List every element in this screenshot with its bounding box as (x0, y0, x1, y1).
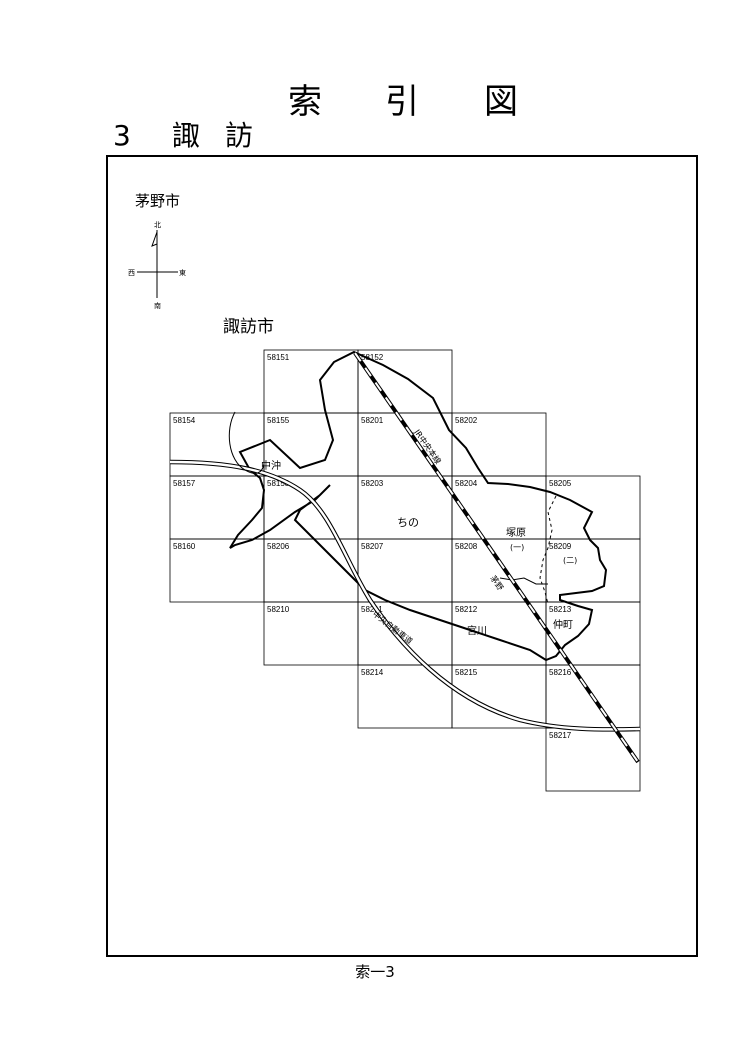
highway-label: 中央自動車道 (371, 609, 415, 646)
place-label-chino: ちの (397, 516, 419, 529)
place-label-tsukahara: 塚原 (506, 527, 526, 539)
compass-south: 南 (154, 301, 161, 310)
place-label-nakaoki: 中沖 (261, 459, 281, 472)
compass-north: 北 (154, 221, 161, 229)
highway-line-inner (169, 460, 641, 731)
city-label: 茅野市 (135, 192, 180, 210)
compass-east: 東 (179, 268, 186, 277)
sheet-grid: 58151 58152 58154 58155 58201 58202 58157 58158… (169, 349, 641, 792)
sheet-label-58214: 58214 (361, 668, 384, 677)
sheet-label-58201: 58201 (361, 416, 384, 425)
station-label: 茅野 (488, 573, 505, 592)
place-label-tsukahara-2: (二) (563, 556, 577, 565)
district-boundary (539, 495, 557, 605)
sheet-label-58206: 58206 (267, 542, 290, 551)
railway-line-dash (354, 352, 639, 763)
sheet-label-58152: 58152 (361, 353, 384, 362)
sheet-label-58154: 58154 (173, 416, 196, 425)
sheet-label-58211: 58211 (361, 605, 383, 614)
sheet-label-58207: 58207 (361, 542, 384, 551)
page-number: 索一3 (355, 963, 395, 981)
place-label-miyagawa: 宮川 (467, 624, 487, 637)
sheet-label-58155: 58155 (267, 416, 290, 425)
chapter-name-char-1: 諏 (172, 119, 201, 152)
sheet-label-58208: 58208 (455, 542, 478, 551)
sheet-label-58157: 58157 (173, 479, 196, 488)
sheet-label-58203: 58203 (361, 479, 384, 488)
sheet-label-58204: 58204 (455, 479, 478, 488)
title-char-3: 図 (484, 82, 518, 122)
sheet-label-58216: 58216 (549, 668, 572, 677)
sheet-label-58209: 58209 (549, 542, 572, 551)
chapter-name-char-2: 訪 (225, 119, 254, 152)
title-char-2: 引 (385, 82, 419, 122)
region-label: 諏訪市 (223, 317, 274, 337)
compass-west: 西 (128, 269, 135, 277)
sheet-label-58215: 58215 (455, 668, 478, 677)
place-label-nakamachi: 仲町 (553, 618, 573, 631)
sheet-label-58202: 58202 (455, 416, 478, 425)
sheet-label-58213: 58213 (549, 605, 572, 614)
highway-line (169, 459, 641, 732)
sheet-label-58210: 58210 (267, 605, 290, 614)
sheet-label-58158: 58158 (267, 479, 290, 488)
place-label-tsukahara-1: (一) (510, 543, 524, 552)
title-char-1: 索 (288, 82, 322, 122)
sheet-label-58212: 58212 (455, 605, 478, 614)
sheet-label-58205: 58205 (549, 479, 572, 488)
map-frame (106, 155, 698, 957)
district-boundary-2 (499, 577, 548, 585)
sheet-label-58217: 58217 (549, 731, 572, 740)
compass-icon (137, 230, 178, 298)
sheet-label-58151: 58151 (267, 353, 290, 362)
highway-ramp (228, 411, 265, 474)
city-boundary (229, 350, 608, 662)
chapter-number: 3 (113, 119, 131, 152)
sheet-label-58160: 58160 (173, 542, 196, 551)
index-map-title: 索 引 図 (0, 80, 750, 130)
